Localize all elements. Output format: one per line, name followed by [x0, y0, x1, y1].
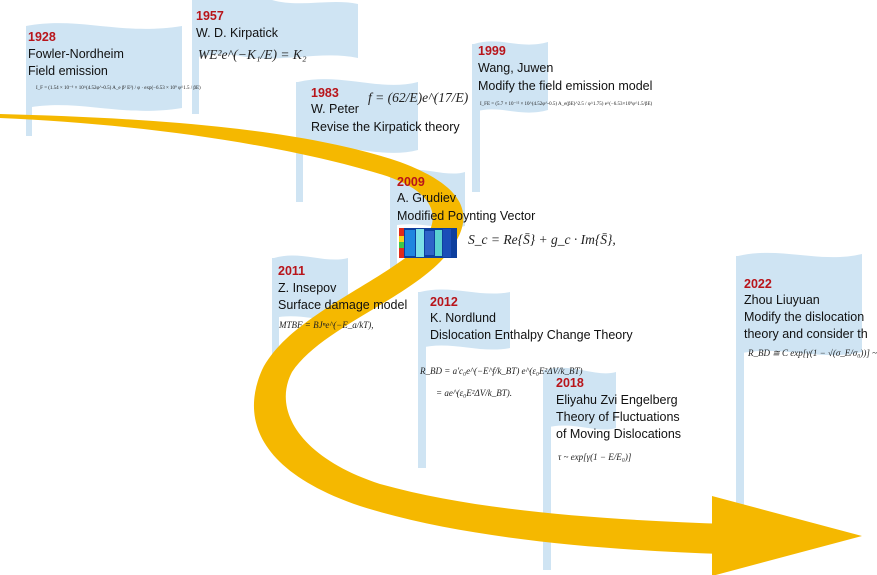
milestone-line: Dislocation Enthalpy Change Theory	[430, 328, 633, 342]
milestone-line: theory and consider th	[744, 327, 868, 341]
milestone-line: Eliyahu Zvi Engelberg	[556, 393, 678, 407]
flag-1999	[472, 41, 548, 192]
year-label: 2012	[430, 295, 458, 309]
timeline-arrow	[0, 114, 862, 575]
year-label: 1928	[28, 30, 56, 44]
milestone-line: Revise the Kirpatick theory	[311, 120, 460, 134]
milestone-line: Field emission	[28, 64, 108, 78]
flag-pole	[543, 370, 551, 570]
formula: S_c = Re{S̄} + g_c · Im{S̄},	[468, 232, 616, 247]
milestone-line: Fowler-Nordheim	[28, 47, 124, 61]
arrow-head	[712, 496, 862, 575]
flag-banner	[545, 367, 616, 430]
milestone-line: A. Grudiev	[397, 191, 457, 205]
milestone-line: Modify the dislocation	[744, 310, 865, 324]
flag-banner	[192, 0, 358, 59]
formula: MTBF = BJⁿe^(−E_a/kT),	[279, 320, 374, 330]
flag-2022	[736, 252, 862, 526]
year-label: 1983	[311, 86, 339, 100]
formula: R_BD ≅ C exp[γ(1 − √(σ_E/σ₀))] ~	[748, 348, 877, 358]
flag-2012	[418, 289, 510, 468]
year-label: 1957	[196, 9, 224, 23]
flag-banner	[26, 23, 182, 111]
flag-1928	[26, 23, 182, 136]
flags-layer	[26, 0, 862, 570]
milestone-line: Modified Poynting Vector	[397, 209, 536, 223]
formula: f = (62/E)e^(17/E)	[368, 90, 469, 105]
milestone-line: Z. Insepov	[278, 281, 337, 295]
flag-banner	[420, 289, 510, 350]
flag-pole	[272, 258, 279, 380]
flag-2011	[272, 255, 348, 380]
flag-banner	[274, 255, 348, 320]
year-label: 2018	[556, 376, 584, 390]
milestone-line: K. Nordlund	[430, 311, 497, 325]
flag-pole	[736, 256, 744, 526]
milestone-line: Modify the field emission model	[478, 79, 653, 93]
flag-pole	[192, 0, 199, 114]
milestone-line: W. Peter	[311, 102, 359, 116]
milestone-line: W. D. Kirpatick	[196, 26, 278, 40]
flag-pole	[390, 172, 397, 284]
year-label: 2011	[278, 264, 306, 278]
milestone-line: Surface damage model	[278, 298, 408, 312]
flag-1957	[192, 0, 358, 114]
field-plot-figure	[399, 228, 457, 258]
flag-banner	[474, 41, 548, 113]
formula-continuation: = ae^(ε₀E²ΔV/k_BT).	[436, 388, 513, 398]
year-label: 1999	[478, 44, 506, 58]
formula: I_F = (1.54 × 10⁻⁶ × 10^(4.52φ^-0.5) A_e…	[36, 86, 201, 91]
flag-pole	[472, 44, 480, 192]
formula: τ ~ exp[γ(1 − E/E₀)]	[558, 452, 632, 462]
year-label: 2022	[744, 277, 772, 291]
formula: WE²e^(−K₁/E) = K₂	[198, 47, 307, 62]
year-label: 2009	[397, 175, 425, 189]
milestone-line: Wang, Juwen	[478, 61, 554, 75]
milestone-line: Zhou Liuyuan	[744, 293, 820, 307]
formula: I_FE = (5.7 × 10⁻¹² × 10^(4.52φ^-0.5) A_…	[480, 102, 653, 107]
formula: R_BD = a′c₀e^(−E^f/k_BT) e^(ε₀E²ΔV/k_BT)	[420, 366, 583, 376]
flag-banner	[298, 79, 418, 153]
milestone-line: of Moving Dislocations	[556, 427, 682, 441]
milestone-line: Theory of Fluctuations	[556, 410, 680, 424]
flag-banner	[738, 252, 862, 356]
flag-2018	[543, 367, 616, 570]
flag-pole	[418, 292, 426, 468]
flag-pole	[26, 26, 32, 136]
